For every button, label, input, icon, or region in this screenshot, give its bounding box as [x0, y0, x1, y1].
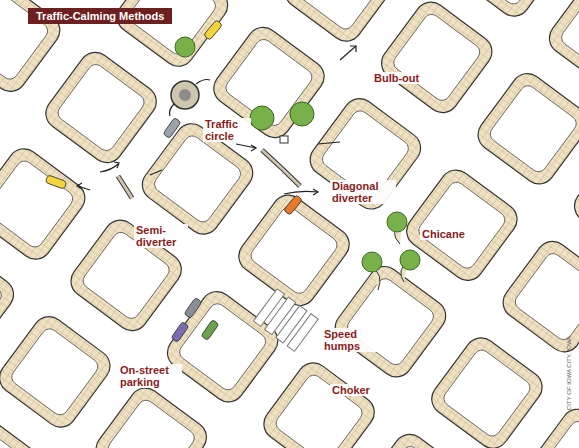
credit-line: CITY OF IOWA CITY, IOWA	[566, 336, 572, 410]
callout-label: Bulb-out	[372, 72, 436, 84]
speed-humps	[253, 289, 318, 351]
callout-label: Speed humps	[322, 328, 376, 352]
city-block	[447, 0, 570, 22]
city-block	[400, 164, 523, 287]
diverter	[262, 150, 300, 186]
block-interior	[0, 422, 30, 448]
city-block	[0, 310, 116, 433]
city-block	[65, 214, 188, 337]
cars	[45, 20, 302, 343]
block-interior	[537, 418, 579, 448]
city-block	[354, 428, 477, 448]
block-interior	[248, 204, 340, 296]
city-block	[258, 357, 381, 448]
block-interior	[416, 179, 508, 271]
callout-label: Chicane	[420, 228, 467, 240]
city-block	[279, 0, 402, 48]
city-block	[329, 260, 452, 383]
callout-label: Traffic circle	[203, 118, 251, 142]
city-block	[136, 117, 259, 240]
traffic-circle	[171, 81, 199, 109]
callout-label: On-street parking	[118, 364, 182, 388]
block-interior	[512, 250, 579, 342]
city-block	[375, 0, 498, 119]
title-banner: Traffic-Calming Methods	[28, 8, 172, 24]
city-block	[304, 92, 427, 215]
block-interior	[151, 133, 243, 225]
city-block	[232, 189, 355, 312]
block-interior	[369, 443, 461, 448]
city-block	[14, 0, 137, 1]
block-interior	[105, 397, 197, 448]
block-interior	[391, 11, 483, 103]
block-interior	[487, 83, 579, 175]
block-interior	[0, 254, 4, 346]
city-block	[0, 407, 45, 448]
callout-label: Diagonal diverter	[330, 180, 396, 204]
callout-label: Choker	[330, 384, 372, 396]
city-block	[40, 46, 163, 169]
flow-arrows	[77, 46, 356, 195]
block-interior	[558, 0, 579, 78]
callout-label: Semi-diverter	[134, 224, 188, 248]
block-interior	[55, 61, 147, 153]
city-block	[0, 239, 20, 362]
city-block	[90, 382, 213, 448]
block-interior	[294, 0, 386, 32]
block-interior	[462, 0, 554, 7]
city-block	[568, 139, 579, 262]
block-interior	[9, 326, 101, 418]
city-block	[161, 285, 284, 408]
block-interior	[344, 276, 436, 368]
city-block	[472, 67, 579, 190]
city-block	[543, 0, 579, 94]
block-interior	[0, 158, 76, 250]
city-block	[425, 332, 548, 448]
city-block	[0, 142, 91, 265]
block-interior	[441, 347, 533, 439]
